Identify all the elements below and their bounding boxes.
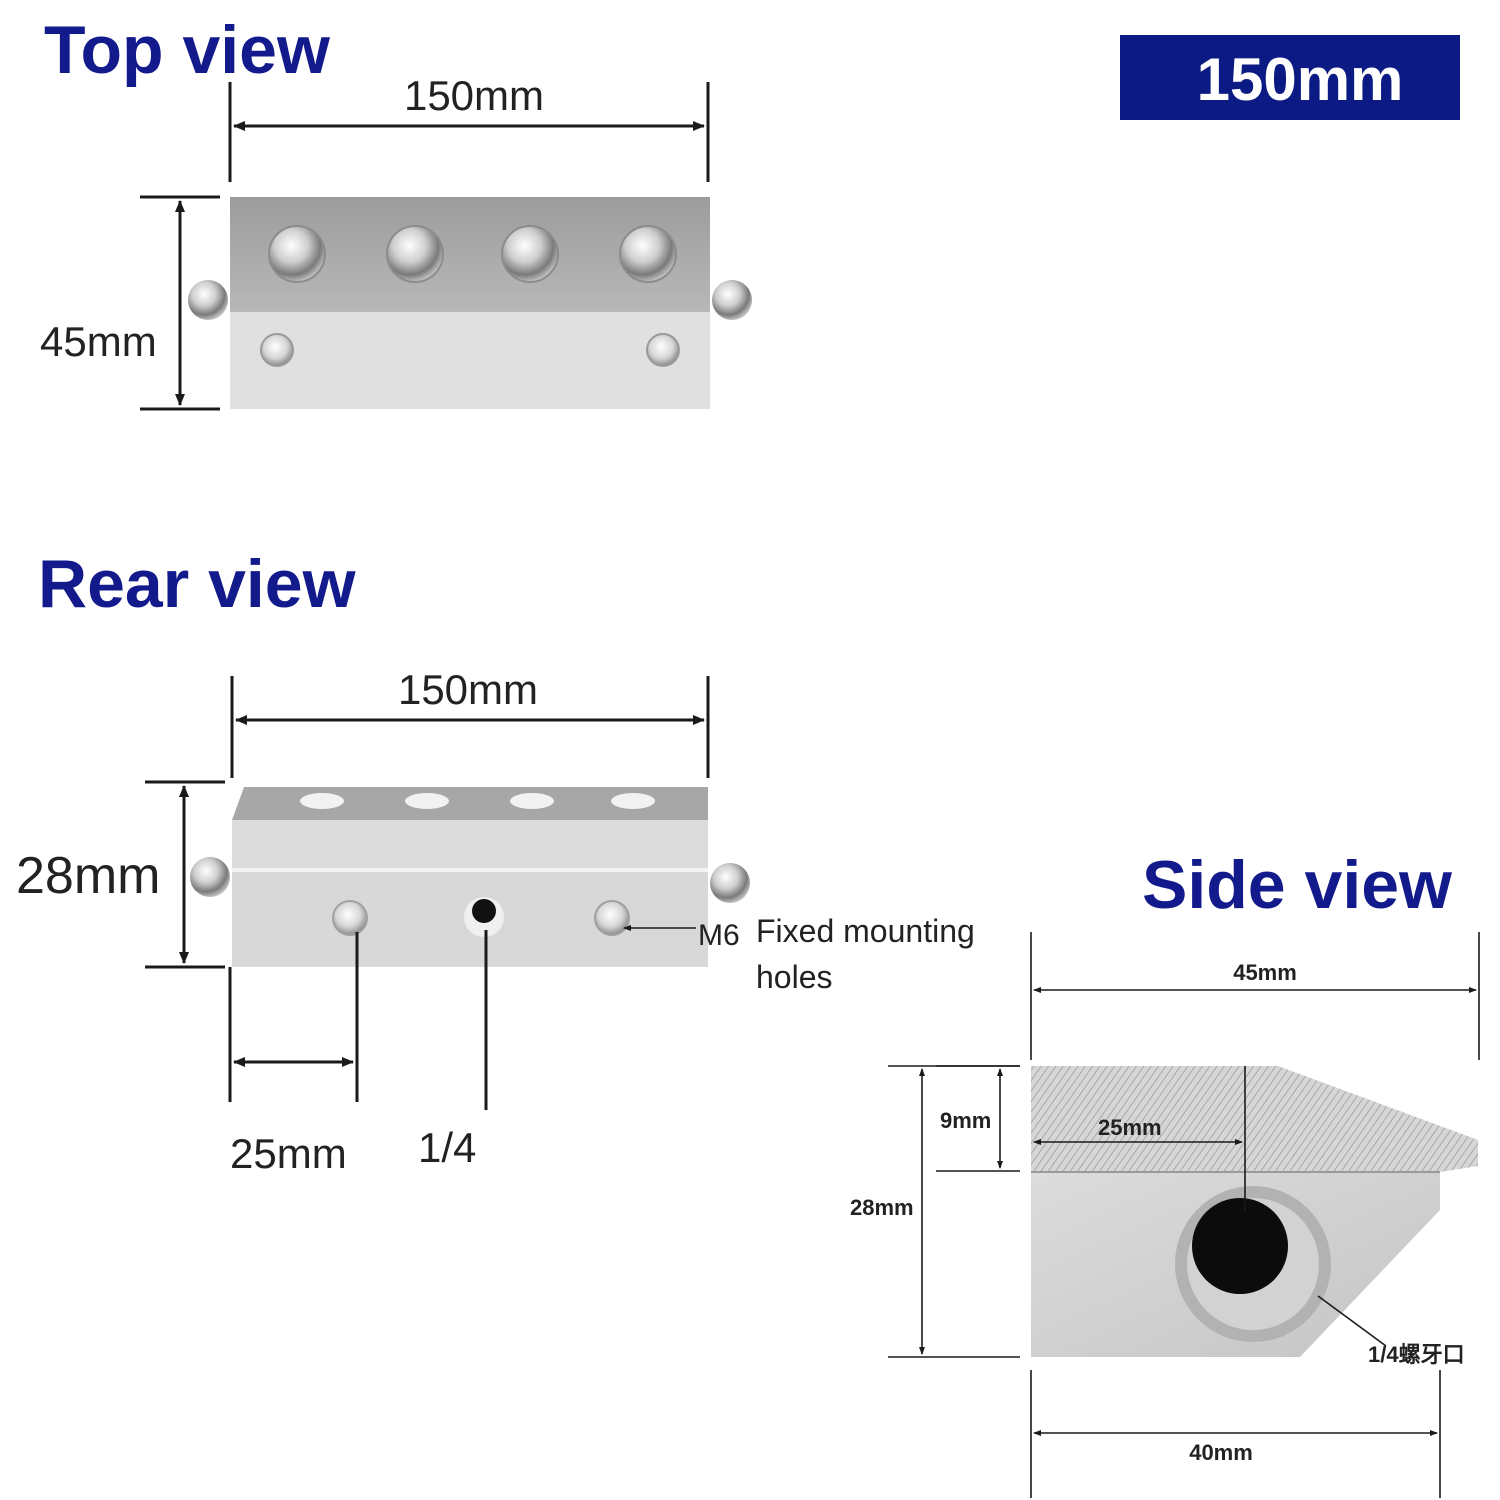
rear-height-label: 28mm bbox=[16, 847, 160, 905]
top-outlet-3 bbox=[501, 225, 559, 283]
side-depth-label: 45mm bbox=[1233, 960, 1297, 985]
side-thread-leader bbox=[1317, 1295, 1387, 1347]
rear-side-nut-right bbox=[710, 863, 750, 903]
top-view: Top view 150mm 45mm bbox=[40, 12, 752, 411]
side-block-top-section bbox=[1031, 1066, 1478, 1172]
top-view-title: Top view bbox=[44, 12, 331, 88]
side-top-thickness-label: 9mm bbox=[940, 1108, 991, 1133]
side-view: Side view 45mm 9mm 25mm 28mm 1/4螺牙口 bbox=[850, 847, 1480, 1498]
size-badge-background bbox=[1120, 35, 1460, 120]
top-width-label: 150mm bbox=[404, 72, 544, 119]
rear-hole-label-line2: holes bbox=[756, 959, 833, 995]
side-base-depth-label: 40mm bbox=[1189, 1440, 1253, 1465]
size-badge: 150mm bbox=[1120, 35, 1460, 120]
rear-mount-hole-right bbox=[594, 900, 630, 936]
top-outlet-2 bbox=[386, 225, 444, 283]
side-view-title: Side view bbox=[1142, 847, 1453, 923]
rear-outlet-2 bbox=[405, 793, 449, 809]
top-side-nut-right bbox=[712, 280, 752, 320]
top-mount-hole-left bbox=[260, 333, 294, 367]
rear-view-title: Rear view bbox=[38, 546, 357, 622]
side-thread-label: 1/4螺牙口 bbox=[1368, 1342, 1465, 1367]
top-height-label: 45mm bbox=[40, 318, 157, 365]
rear-hole-label-line1: Fixed mounting bbox=[756, 913, 975, 949]
rear-view: Rear view 150mm 28mm 25mm bbox=[16, 546, 975, 1177]
top-mount-hole-right bbox=[646, 333, 680, 367]
rear-block-top-face bbox=[232, 787, 708, 820]
rear-hole-thread-label: M6 bbox=[698, 919, 740, 952]
rear-outlet-3 bbox=[510, 793, 554, 809]
rear-inlet-port-bore bbox=[472, 899, 496, 923]
top-outlet-1 bbox=[268, 225, 326, 283]
rear-port-label: 1/4 bbox=[418, 1124, 476, 1171]
top-outlet-4 bbox=[619, 225, 677, 283]
side-port-offset-label: 25mm bbox=[1098, 1115, 1162, 1140]
rear-outlet-1 bbox=[300, 793, 344, 809]
rear-mount-hole-left bbox=[332, 900, 368, 936]
size-badge-label: 150mm bbox=[1197, 46, 1404, 113]
rear-block-upper bbox=[232, 820, 708, 870]
side-height-label: 28mm bbox=[850, 1195, 914, 1220]
rear-width-label: 150mm bbox=[398, 666, 538, 713]
side-port-bore bbox=[1192, 1198, 1288, 1294]
top-side-nut-left bbox=[188, 280, 228, 320]
top-block-lower bbox=[230, 312, 710, 409]
rear-offset-label: 25mm bbox=[230, 1130, 347, 1177]
rear-outlet-4 bbox=[611, 793, 655, 809]
rear-side-nut-left bbox=[190, 857, 230, 897]
